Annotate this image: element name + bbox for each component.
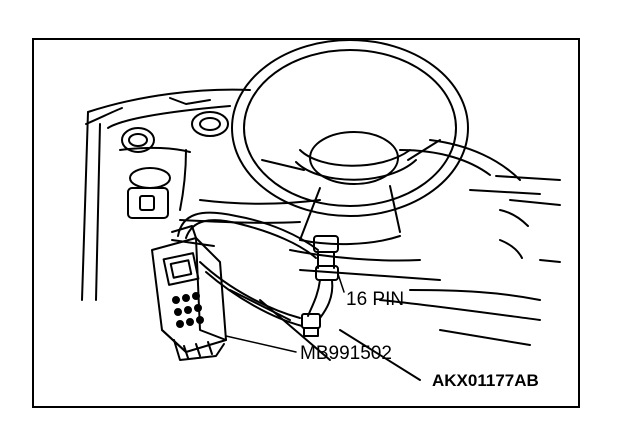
connector-label: 16 PIN	[346, 289, 405, 310]
scan-tool-cable	[177, 211, 319, 327]
steering-wheel-icon	[231, 39, 469, 246]
tool-label: MB991502	[300, 343, 392, 364]
figure-id-label: AKX01177AB	[432, 371, 539, 390]
dashboard-icon	[81, 88, 561, 381]
diagnostic-connector-icon	[301, 235, 345, 337]
scan-tool-icon	[151, 225, 297, 361]
